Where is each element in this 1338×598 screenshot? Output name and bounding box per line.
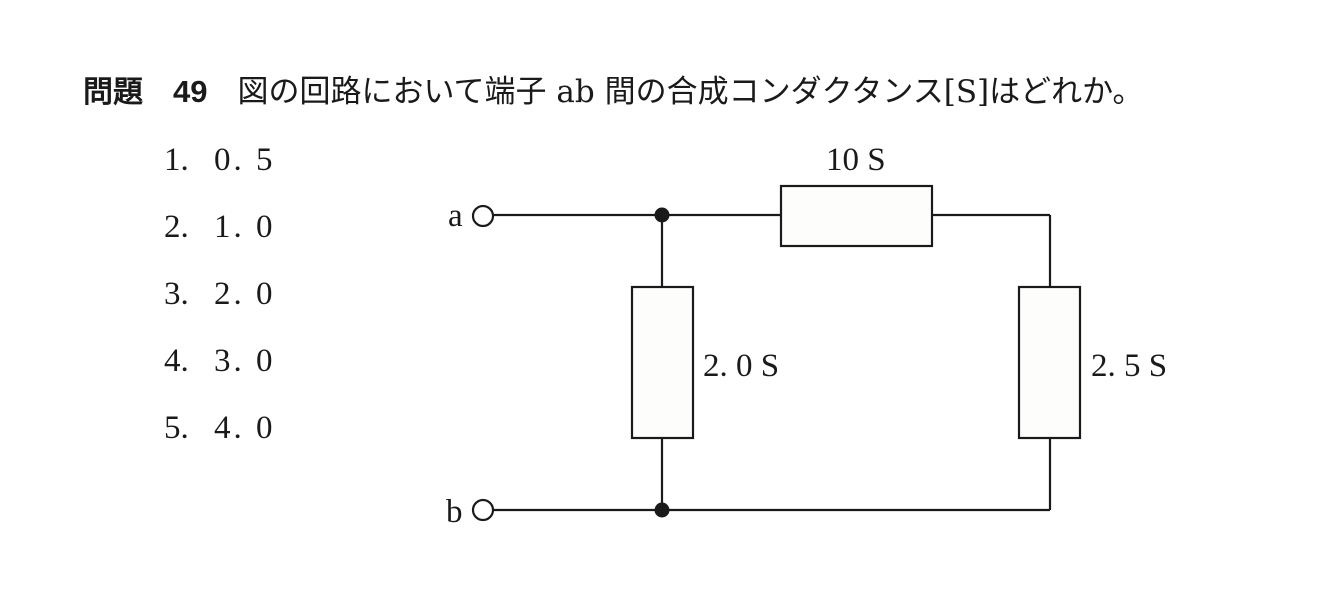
choice-5[interactable]: 5. 4. 0 bbox=[164, 408, 276, 475]
right-shunt-conductance-element bbox=[1017, 285, 1082, 440]
choice-value: 4. 0 bbox=[214, 410, 276, 446]
choice-number: 2. bbox=[164, 209, 189, 245]
right-shunt-label: 2. 5 S bbox=[1091, 348, 1167, 384]
question-text: 図の回路において端子 ab 間の合成コンダクタンス[S]はどれか。 bbox=[237, 74, 1144, 110]
choice-number: 5. bbox=[164, 410, 189, 446]
choice-number: 3. bbox=[164, 276, 189, 312]
choice-value: 0. 5 bbox=[214, 142, 276, 178]
series-conductance-element bbox=[779, 184, 934, 248]
choice-number: 1. bbox=[164, 142, 189, 178]
question-stem: 問題 49 図の回路において端子 ab 間の合成コンダクタンス[S]はどれか。 bbox=[83, 70, 1144, 115]
choice-value: 3. 0 bbox=[214, 343, 276, 379]
choice-1[interactable]: 1. 0. 5 bbox=[164, 140, 276, 207]
left-shunt-label: 2. 0 S bbox=[703, 348, 779, 384]
question-label: 問題 bbox=[83, 75, 143, 110]
terminal-b-label: b bbox=[446, 494, 463, 530]
choice-value: 1. 0 bbox=[214, 209, 276, 245]
left-shunt-conductance-element bbox=[630, 285, 695, 440]
terminal-a-label: a bbox=[448, 198, 463, 234]
terminal-a-icon bbox=[471, 204, 495, 228]
junction-top-icon bbox=[654, 207, 670, 223]
choice-2[interactable]: 2. 1. 0 bbox=[164, 207, 276, 274]
question-number: 49 bbox=[173, 74, 208, 109]
answer-choices: 1. 0. 5 2. 1. 0 3. 2. 0 4. 3. 0 5. 4. 0 bbox=[164, 140, 276, 475]
choice-number: 4. bbox=[164, 343, 189, 379]
choice-value: 2. 0 bbox=[214, 276, 276, 312]
terminal-b-icon bbox=[471, 498, 495, 522]
choice-3[interactable]: 3. 2. 0 bbox=[164, 274, 276, 341]
choice-4[interactable]: 4. 3. 0 bbox=[164, 341, 276, 408]
series-conductance-label: 10 S bbox=[826, 142, 886, 178]
junction-bottom-icon bbox=[654, 502, 670, 518]
